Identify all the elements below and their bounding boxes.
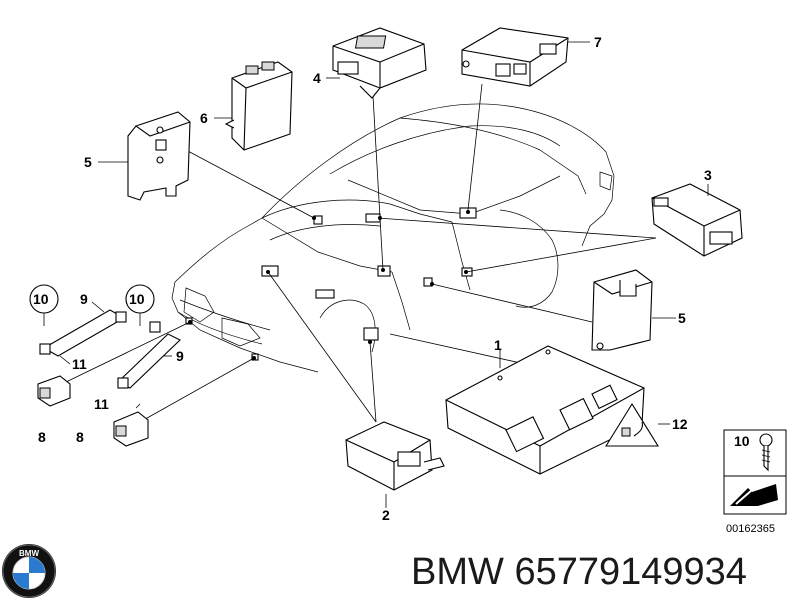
part-3-control-unit bbox=[651, 183, 743, 257]
callout-circle-10b bbox=[125, 284, 155, 314]
module-d bbox=[261, 265, 279, 277]
callout-circle-10a bbox=[29, 284, 59, 314]
part-4-control-unit bbox=[332, 27, 427, 99]
part-6-module bbox=[224, 61, 293, 151]
module-g bbox=[315, 289, 335, 299]
callout-5-right: 5 bbox=[678, 310, 686, 326]
bmw-logo: BMW bbox=[2, 544, 56, 598]
callout-8-lower: 8 bbox=[76, 429, 84, 445]
callout-12: 12 bbox=[672, 416, 688, 432]
callout-1: 1 bbox=[494, 337, 502, 353]
part-7-control-unit bbox=[461, 27, 569, 87]
part-5-bracket-right bbox=[591, 269, 653, 351]
screw-icon bbox=[759, 433, 773, 447]
part-9-bracket-lower bbox=[117, 321, 181, 389]
legend-number: 10 bbox=[734, 433, 750, 449]
part-8-sensor-lower bbox=[113, 411, 149, 447]
leader-lines bbox=[65, 83, 657, 423]
callout-5-left: 5 bbox=[84, 154, 92, 170]
part-1-control-unit bbox=[445, 345, 645, 475]
callout-8-upper: 8 bbox=[38, 429, 46, 445]
callout-11-lower: 11 bbox=[94, 396, 109, 412]
part-9-bracket-upper bbox=[39, 309, 127, 357]
part-12-warning-label bbox=[605, 402, 659, 447]
module-i bbox=[363, 327, 379, 341]
legend-box: 10 00162365 bbox=[723, 429, 787, 535]
part-5-bracket-left bbox=[127, 111, 191, 201]
callout-9-upper: 9 bbox=[80, 291, 88, 307]
callout-7: 7 bbox=[594, 34, 602, 50]
logo-letters: BMW bbox=[19, 549, 39, 558]
brand-name: BMW bbox=[411, 551, 504, 593]
brand-part-number-line: BMW 65779149934 bbox=[411, 548, 747, 596]
part-8-sensor-upper bbox=[37, 375, 71, 407]
part-number: 65779149934 bbox=[514, 551, 747, 593]
module-b bbox=[365, 213, 381, 223]
callout-3: 3 bbox=[704, 167, 712, 183]
callout-9-lower: 9 bbox=[176, 348, 184, 364]
callout-4: 4 bbox=[313, 70, 321, 86]
callout-labels: 1 2 3 4 5 5 6 7 8 8 9 9 10 10 11 11 12 bbox=[33, 34, 712, 523]
callout-2: 2 bbox=[382, 507, 390, 523]
diagram-code: 00162365 bbox=[726, 523, 775, 535]
arrow-icon bbox=[730, 484, 778, 506]
callout-10-left: 10 bbox=[33, 291, 49, 307]
callout-10-right: 10 bbox=[129, 291, 145, 307]
callout-11-upper: 11 bbox=[72, 356, 87, 372]
part-2-control-unit bbox=[345, 421, 445, 491]
callout-6: 6 bbox=[200, 110, 208, 126]
